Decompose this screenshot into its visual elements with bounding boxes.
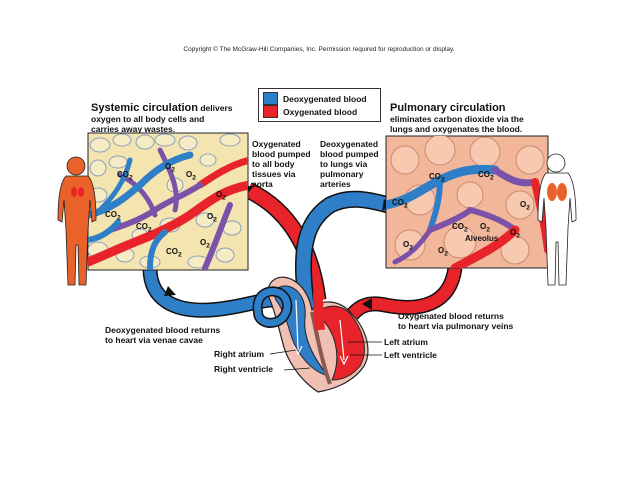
molecule-o2: O2 xyxy=(520,200,530,212)
label-deoxy-returns: Deoxygenated blood returns to heart via … xyxy=(105,325,265,345)
pulmonary-lung-panel xyxy=(385,135,549,269)
label-oxy-returns: Oxygenated blood returns to heart via pu… xyxy=(398,311,558,331)
molecule-o2: O2 xyxy=(438,246,448,258)
pulmonary-title: Pulmonary circulation xyxy=(390,102,506,114)
leader-lines xyxy=(269,341,382,371)
molecule-o2: O2 xyxy=(200,238,210,250)
molecule-co2: CO2 xyxy=(136,222,152,234)
pulmonary-desc-line-2: lungs and oxygenates the blood. xyxy=(390,124,523,134)
systemic-desc-line-1: delivers xyxy=(198,103,233,113)
molecule-co2: CO2 xyxy=(117,170,133,182)
systemic-desc-line-2: oxygen to all body cells and xyxy=(91,114,205,124)
systemic-title: Systemic circulation xyxy=(91,102,198,114)
label-oxygenated-pumped-line-5: aorta xyxy=(252,179,273,189)
molecule-o2: O2 xyxy=(216,190,226,202)
molecule-co2: CO2 xyxy=(429,172,445,184)
legend-swatch-deoxygenated xyxy=(263,92,278,105)
molecule-co2: CO2 xyxy=(452,222,468,234)
label-deoxygenated-pumped-line-4: pulmonary xyxy=(320,169,364,179)
systemic-caption: Systemic circulation delivers oxygen to … xyxy=(91,102,256,135)
label-deoxygenated-pumped-line-5: arteries xyxy=(320,179,351,189)
molecule-o2: O2 xyxy=(403,240,413,252)
label-deoxygenated-pumped-line-2: blood pumped xyxy=(320,149,379,159)
label-right-atrium: Right atrium xyxy=(214,349,265,359)
label-oxygenated-pumped: Oxygenated blood pumped to all body tiss… xyxy=(252,139,318,189)
label-deoxy-returns-line-1: Deoxygenated blood returns xyxy=(105,325,221,335)
molecule-co2: CO2 xyxy=(478,170,494,182)
label-alveolus: Alveolus xyxy=(465,234,499,243)
molecule-co2: CO2 xyxy=(166,247,182,259)
heart xyxy=(252,276,369,393)
male-figure xyxy=(537,153,577,286)
molecule-o2: O2 xyxy=(186,170,196,182)
legend-label-deoxygenated: Deoxygenated blood xyxy=(283,93,367,104)
label-left-atrium: Left atrium xyxy=(384,337,428,347)
label-right-ventricle: Right ventricle xyxy=(214,364,274,374)
systemic-tissue-panel xyxy=(87,132,249,271)
label-oxy-returns-line-2: to heart via pulmonary veins xyxy=(398,321,514,331)
copyright-notice: Copyright © The McGraw-Hill Companies, I… xyxy=(183,46,455,53)
legend-item-deoxygenated: Deoxygenated blood xyxy=(263,92,376,105)
pulmonary-loop-vessels xyxy=(294,190,463,321)
label-deoxygenated-pumped-line-3: to lungs via xyxy=(320,159,368,169)
label-deoxygenated-pumped-line-1: Deoxygenated xyxy=(320,139,379,149)
molecule-o2: O2 xyxy=(480,222,490,234)
label-oxy-returns-line-1: Oxygenated blood returns xyxy=(398,311,504,321)
female-figure xyxy=(57,156,97,286)
label-oxygenated-pumped-line-3: to all body xyxy=(252,159,295,169)
pulmonary-desc-line-1: eliminates carbon dioxide via the xyxy=(390,114,524,124)
systemic-desc-line-3: carries away wastes. xyxy=(91,124,176,134)
legend-label-oxygenated: Oxygenated blood xyxy=(283,106,358,117)
label-oxygenated-pumped-line-1: Oxygenated xyxy=(252,139,301,149)
molecule-co2: CO2 xyxy=(392,198,408,210)
molecule-o2: O2 xyxy=(207,212,217,224)
molecule-o2: O2 xyxy=(165,162,175,174)
molecule-o2: O2 xyxy=(510,228,520,240)
label-oxygenated-pumped-line-4: tissues via xyxy=(252,169,296,179)
label-deoxy-returns-line-2: to heart via venae cavae xyxy=(105,335,203,345)
label-left-ventricle: Left ventricle xyxy=(384,350,437,360)
molecule-co2: CO2 xyxy=(105,210,121,222)
label-oxygenated-pumped-line-2: blood pumped xyxy=(252,149,311,159)
legend: Deoxygenated blood Oxygenated blood xyxy=(258,88,381,122)
legend-swatch-oxygenated xyxy=(263,105,278,118)
label-deoxygenated-pumped: Deoxygenated blood pumped to lungs via p… xyxy=(320,139,386,189)
pulmonary-caption: Pulmonary circulation eliminates carbon … xyxy=(390,102,555,135)
legend-item-oxygenated: Oxygenated blood xyxy=(263,105,376,118)
